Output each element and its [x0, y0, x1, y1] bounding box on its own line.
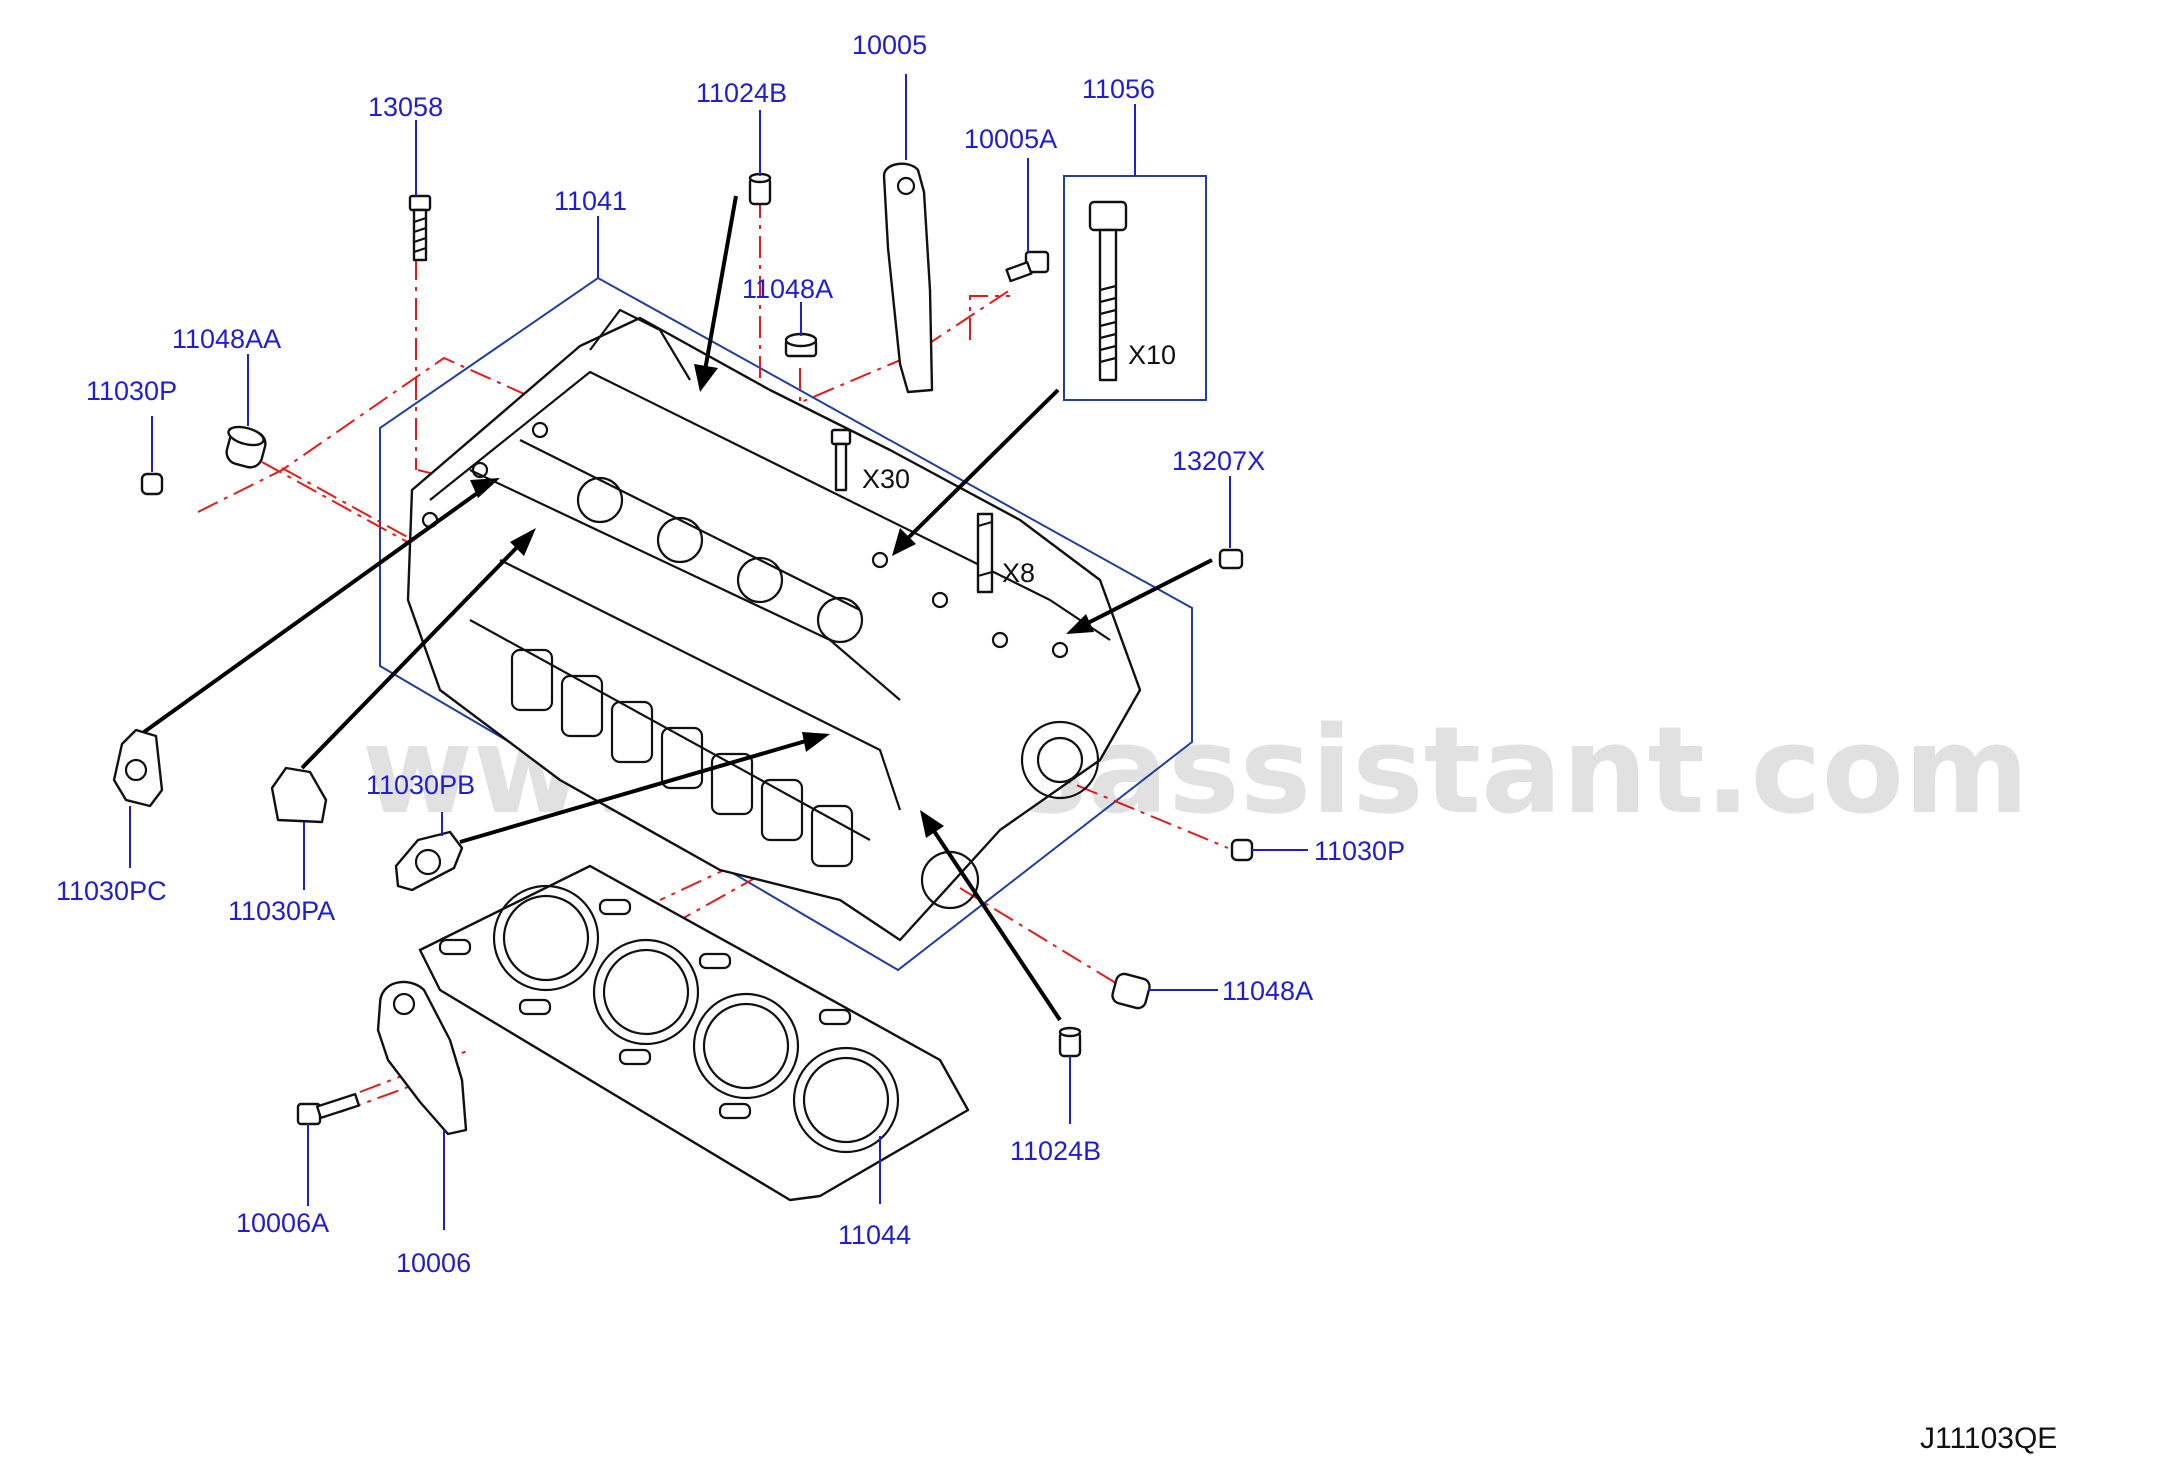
head-bolt-11056 — [1088, 200, 1128, 382]
seal-11030pc — [112, 728, 164, 808]
dowel-11024b-top — [748, 172, 772, 206]
leader-lines — [129, 74, 1308, 1230]
label-11030p-left: 11030P — [86, 376, 177, 406]
bolt-10006a — [296, 1092, 361, 1126]
label-10006: 10006 — [396, 1248, 471, 1278]
bolt-10005a — [1005, 250, 1050, 283]
diagram-code: J11103QE — [1920, 1422, 2057, 1455]
plug-11030p-right — [1230, 838, 1254, 862]
plug-11030p-left — [140, 472, 164, 496]
small-bolt — [830, 428, 852, 492]
cylinder-head — [406, 308, 1142, 942]
head-gasket — [418, 864, 970, 1202]
label-10005a: 10005A — [964, 124, 1057, 154]
plug-11048a-top — [784, 332, 818, 358]
multiplier-x8: X8 — [1002, 558, 1035, 588]
seal-11030pb — [394, 830, 464, 892]
label-10005: 10005 — [852, 30, 927, 60]
bracket-10006-hole — [392, 992, 416, 1016]
label-10006a: 10006A — [236, 1208, 329, 1238]
pointer-arrows — [142, 195, 1213, 1022]
label-13207x: 13207X — [1172, 446, 1265, 476]
label-11048a-top: 11048A — [742, 274, 833, 304]
label-11048a-right: 11048A — [1222, 976, 1313, 1006]
label-11044: 11044 — [838, 1220, 911, 1250]
bracket-10005-hole — [896, 176, 916, 196]
seal-11030pa — [270, 766, 328, 824]
label-11024b-bottom: 11024B — [1010, 1136, 1101, 1166]
label-11041: 11041 — [554, 186, 627, 216]
bracket-10006 — [376, 980, 468, 1136]
plug-11048a-right — [1111, 972, 1151, 1010]
bolt-13058 — [408, 194, 432, 262]
label-11030pa: 11030PA — [228, 896, 335, 926]
seal-11030pb-hole — [414, 848, 442, 876]
multiplier-x10: X10 — [1128, 340, 1176, 370]
label-11030pc: 11030PC — [56, 876, 167, 906]
stud — [976, 512, 994, 594]
label-11030pb: 11030PB — [366, 770, 475, 800]
dowel-11024b-bottom — [1058, 1026, 1082, 1058]
label-11024b-top: 11024B — [696, 78, 787, 108]
multiplier-x30: X30 — [862, 464, 910, 494]
seal-11030pc-hole — [124, 758, 148, 782]
label-11048aa: 11048AA — [172, 324, 281, 354]
bracket-10005 — [882, 162, 934, 394]
label-11030p-right: 11030P — [1314, 836, 1405, 866]
plug-11048aa — [225, 425, 267, 469]
label-13058: 13058 — [368, 92, 443, 122]
label-11056: 11056 — [1082, 74, 1155, 104]
cap-13207x — [1218, 548, 1244, 570]
